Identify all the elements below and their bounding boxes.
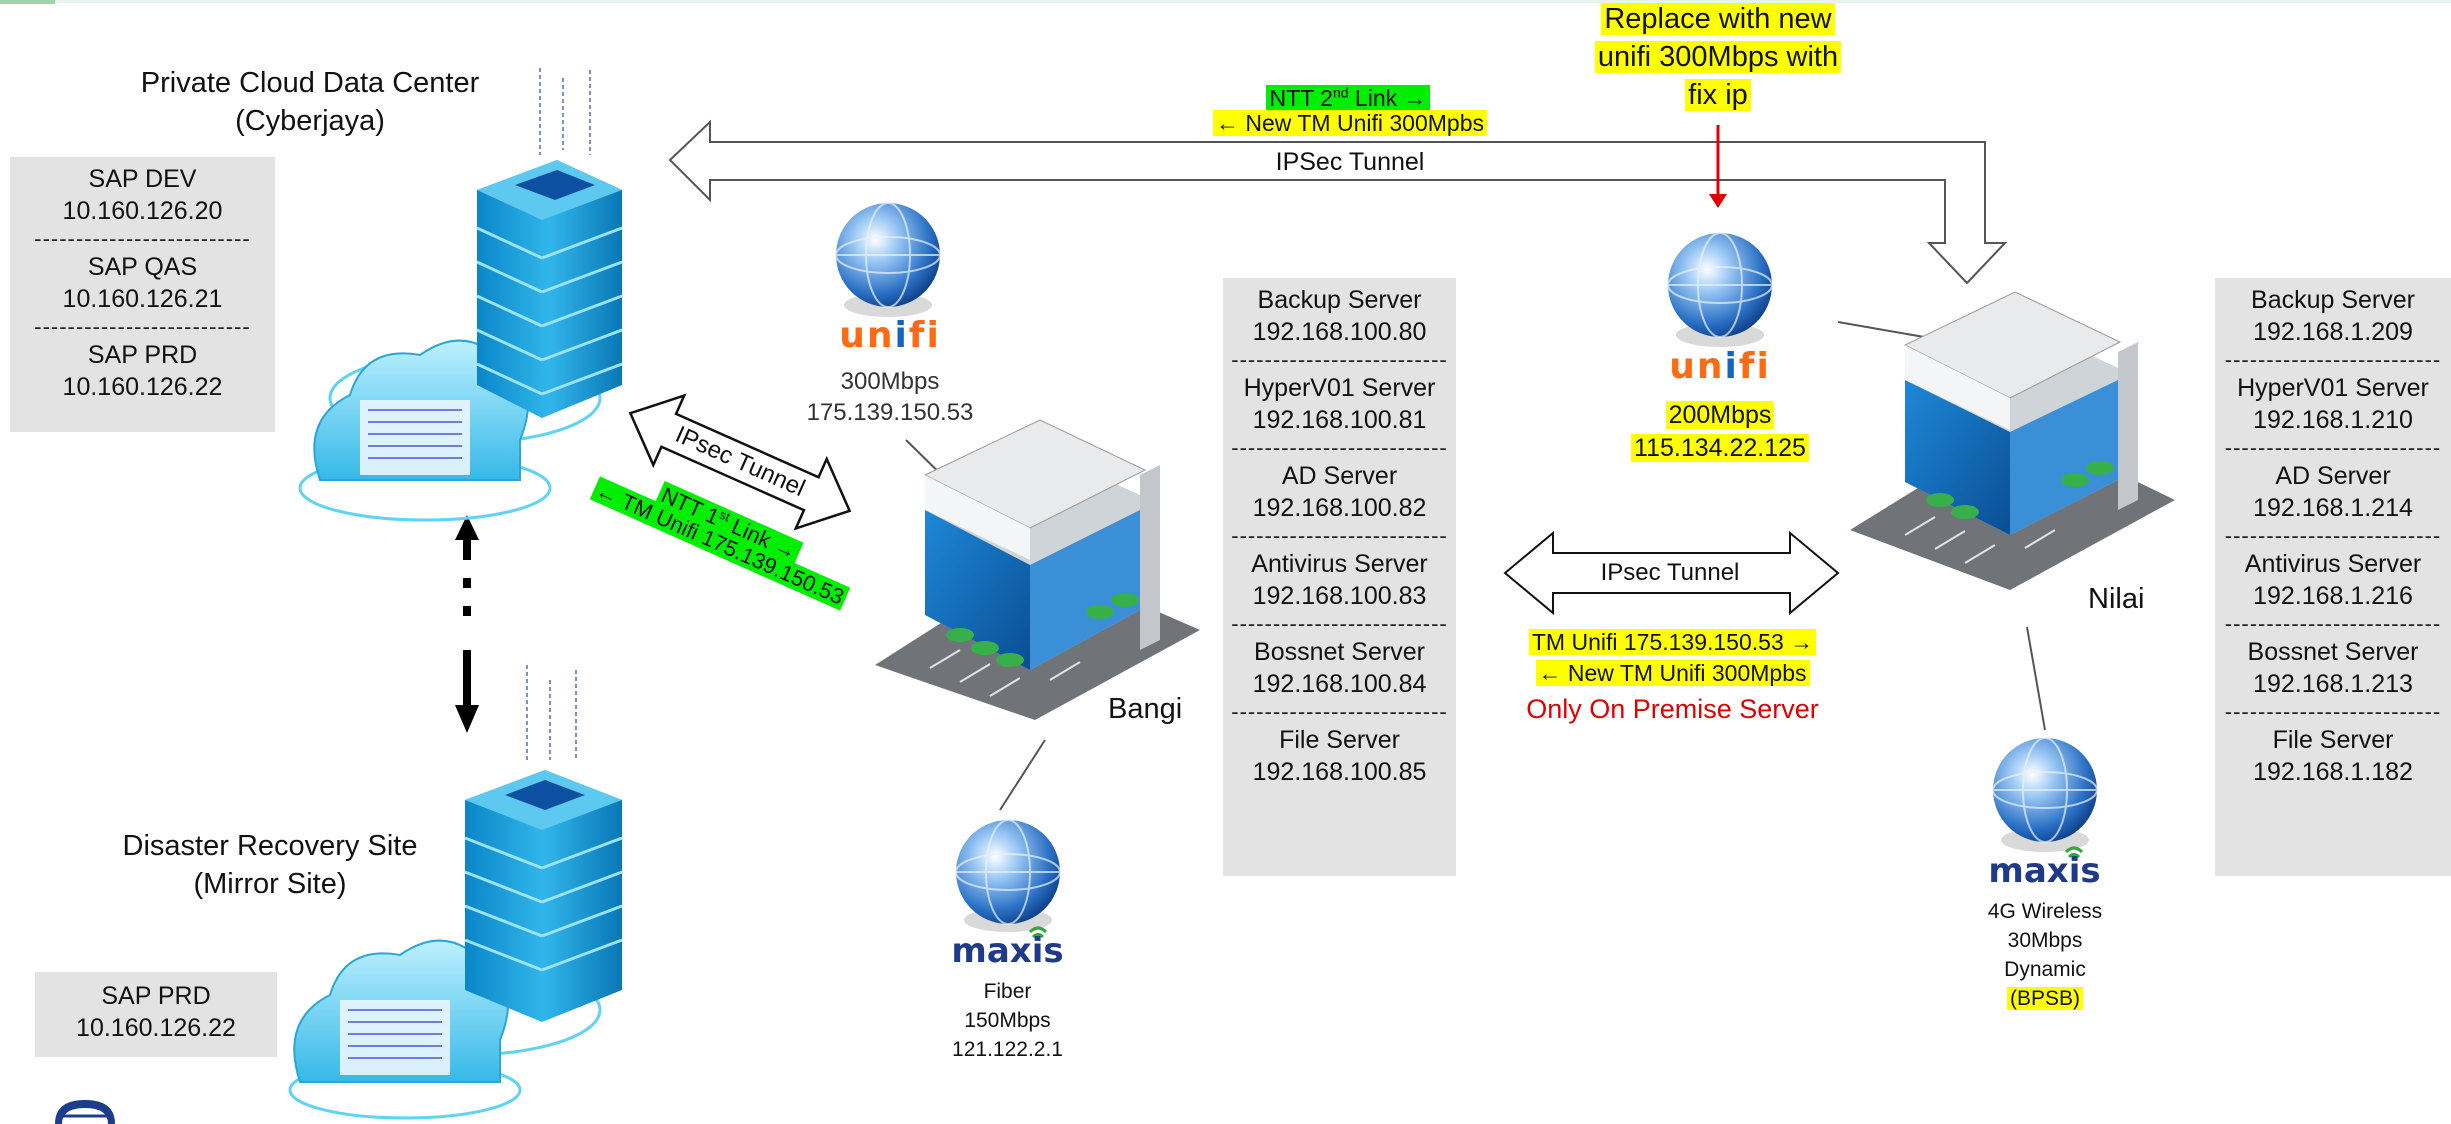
- top-ipsec-tunnel-label: IPSec Tunnel: [1275, 148, 1425, 176]
- nilai-site-label: Nilai: [2088, 583, 2145, 615]
- nilai-building-icon: [1850, 291, 2175, 590]
- middle-ipsec-tunnel-label: IPsec Tunnel: [1600, 559, 1740, 586]
- dr-sync-arrow: [455, 515, 479, 733]
- nilai-unifi-logo: unifi: [1669, 346, 1771, 387]
- nilai-server-list: Backup Server 192.168.1.209 ------------…: [2215, 278, 2451, 876]
- cyberjaya-title: Private Cloud Data Center (Cyberjaya): [140, 67, 480, 137]
- cyberjaya-datacenter-icon: [298, 68, 623, 522]
- nilai-maxis-info: 4G Wireless 30Mbps Dynamic (BPSB): [1987, 900, 2103, 1010]
- bangi-maxis-link: [999, 739, 1046, 811]
- bangi-unifi-globe-icon: [835, 202, 941, 317]
- middle-ipsec-tunnel-arrow: [1503, 530, 1840, 616]
- bangi-maxis-logo: maxis: [951, 931, 1064, 971]
- top-accent-bar: [0, 0, 2451, 3]
- ntt-2nd-link-label: NTT 2nd Link →: [1218, 78, 1478, 113]
- company-logo-icon: [55, 1100, 115, 1124]
- bangi-building-icon: [875, 419, 1200, 720]
- maxis-swirl-icon: [1028, 846, 2084, 939]
- nilai-maxis-globe-icon: [1992, 737, 2098, 852]
- cyberjaya-server-list: SAP DEV 10.160.126.20 ------------------…: [10, 157, 275, 432]
- replace-note: Replace with new unifi 300Mbps with fix …: [1560, 0, 1876, 114]
- top-ipsec-tunnel-arrow: [668, 119, 2008, 285]
- top-accent-tab: [0, 0, 55, 4]
- nilai-maxis-link: [2026, 626, 2046, 731]
- bangi-unifi-info: 300Mbps 175.139.150.53: [806, 368, 974, 426]
- bangi-unifi-logo: unifi: [839, 315, 941, 356]
- bangi-maxis-globe-icon: [955, 819, 1061, 932]
- bangi-server-list: Backup Server 192.168.100.80 -----------…: [1223, 278, 1456, 876]
- dr-site-server-list: SAP PRD 10.160.126.22: [35, 972, 277, 1057]
- bangi-maxis-info: Fiber 150Mbps 121.122.2.1: [952, 980, 1063, 1061]
- dr-site-datacenter-icon: [288, 665, 623, 1120]
- new-tm-unifi-top-label: ← New TM Unifi 300Mpbs: [1180, 109, 1520, 138]
- middle-tm-unifi-label: TM Unifi 175.139.150.53 → ← New TM Unifi…: [1500, 627, 1845, 689]
- only-on-premise-note: Only On Premise Server: [1526, 694, 1819, 724]
- nilai-maxis-logo: maxis: [1988, 851, 2101, 891]
- nilai-unifi-globe-icon: [1667, 232, 1773, 347]
- left-ipsec-tunnel-arrow: [628, 393, 852, 531]
- bangi-site-label: Bangi: [1108, 693, 1183, 725]
- dr-site-title: Disaster Recovery Site (Mirror Site): [122, 830, 418, 900]
- nilai-unifi-info: 200Mbps 115.134.22.125: [1620, 399, 1820, 465]
